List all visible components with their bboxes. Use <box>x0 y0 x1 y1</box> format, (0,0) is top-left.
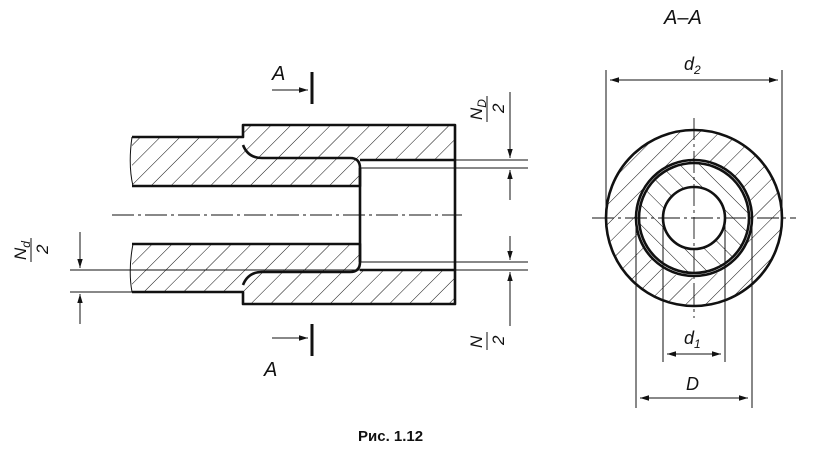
dim-label-d1: d1 <box>684 328 701 351</box>
sleeve-top-hatch <box>132 125 455 186</box>
svg-text:ND: ND <box>467 99 489 120</box>
dim-label-n-over-2: N 2 <box>467 332 508 350</box>
nd-num: N <box>467 107 486 120</box>
sleeve-bottom-hatch <box>132 244 455 304</box>
d1-letter: d <box>684 328 695 348</box>
cross-section <box>592 70 796 408</box>
ndd-den: 2 <box>33 244 52 255</box>
cut-label-bottom: A <box>263 359 277 381</box>
d2-letter: d <box>684 54 695 74</box>
d1-sub: 1 <box>694 337 701 351</box>
n-num: N <box>467 335 486 348</box>
dim-label-nd-over-2: ND 2 <box>467 96 508 122</box>
ndd-num-sub: d <box>19 241 33 248</box>
cut-label-top: A <box>271 63 285 85</box>
shaft-top-outline <box>132 123 457 306</box>
figure-caption: Рис. 1.12 <box>358 428 423 445</box>
ndd-num: N <box>11 247 30 260</box>
nd-num-sub: D <box>475 99 489 108</box>
section-title: A–A <box>663 7 702 29</box>
nd-den: 2 <box>489 103 508 114</box>
break-line <box>129 136 134 293</box>
d2-sub: 2 <box>693 63 701 77</box>
inner-bore-top <box>132 144 362 188</box>
svg-text:Nd: Nd <box>11 241 33 260</box>
dim-label-nd-small-over-2: Nd 2 <box>11 238 52 262</box>
inner-ring-hatch <box>639 164 750 274</box>
dim-label-D: D <box>686 374 699 394</box>
n-den: 2 <box>489 335 508 346</box>
dim-label-d2: d2 <box>684 54 701 77</box>
outer-ring-hatch <box>606 130 783 306</box>
inner-bore-bottom <box>132 242 362 286</box>
longitudinal-section <box>70 72 528 356</box>
